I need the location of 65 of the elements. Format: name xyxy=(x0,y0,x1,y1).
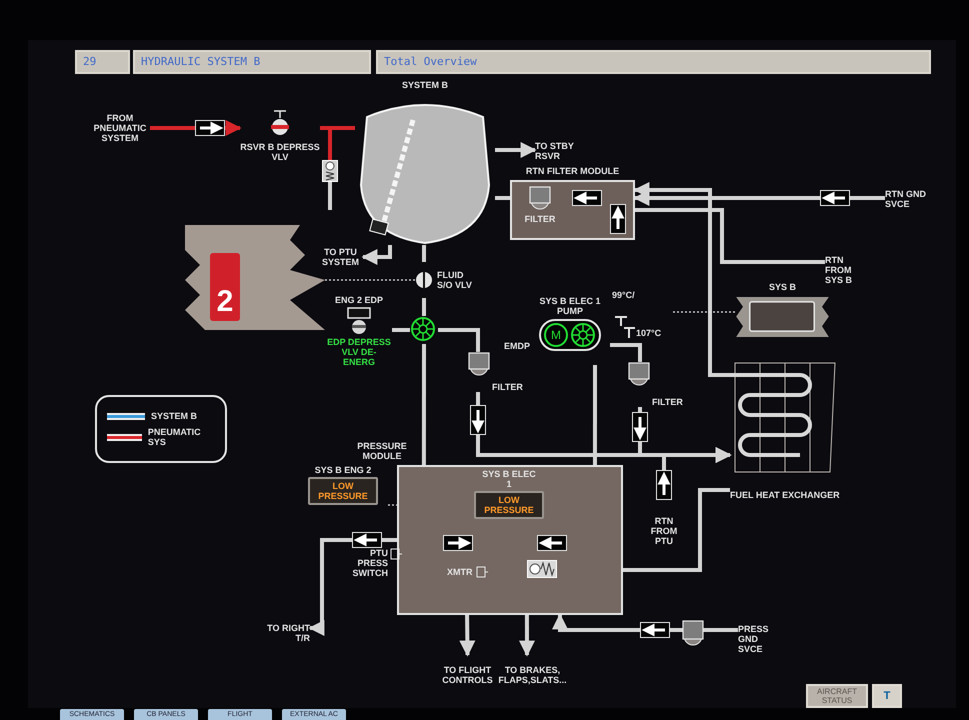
temperature-reading: 107°C xyxy=(636,328,662,338)
pipe xyxy=(662,447,732,470)
pipe-label: RTN FROM PTU xyxy=(650,516,678,546)
tank-label: SYSTEM B xyxy=(400,80,449,90)
pipe-label: TO STBY RSVR xyxy=(535,141,575,161)
handle-number: 2 xyxy=(216,287,234,317)
pipe xyxy=(320,126,355,130)
pipe xyxy=(623,488,730,572)
toggle-button: T xyxy=(872,684,902,708)
pipe xyxy=(308,532,397,636)
signal-line xyxy=(325,279,415,281)
pipe-label: RTN GND SVCE xyxy=(885,189,927,209)
pipe-label: FROM PNEUMATIC SYSTEM xyxy=(92,113,148,143)
light-label: SYS B ENG 2 xyxy=(314,465,372,475)
pump-label: ENG 2 EDP xyxy=(334,295,383,305)
signal-line xyxy=(388,504,397,506)
status-button: AIRCRAFT STATUS xyxy=(806,684,868,708)
module-label: RTN FILTER MODULE xyxy=(524,166,620,176)
pipe xyxy=(392,328,410,332)
pipe-label: TO PTU SYSTEM xyxy=(320,247,360,267)
pipe xyxy=(150,120,242,136)
temperature-reading: 99°C/ xyxy=(612,290,635,300)
filter-label: FILTER xyxy=(652,397,683,407)
legend-label: SYSTEM B xyxy=(151,411,198,421)
pipe xyxy=(633,182,730,377)
warning-text: LOW PRESSURE xyxy=(483,495,535,515)
pipe xyxy=(610,343,642,362)
pipe xyxy=(422,298,426,316)
pipe xyxy=(635,208,825,264)
pump-caption: EMDP xyxy=(504,341,530,351)
filter-label: FILTER xyxy=(492,382,523,392)
filter-label: FILTER xyxy=(524,214,556,224)
legend-label: PNEUMATIC SYS xyxy=(148,427,202,447)
pipe xyxy=(422,344,426,465)
valve-label: RSVR B DEPRESS VLV xyxy=(240,142,320,162)
status-text: EDP DEPRESS VLV DE-ENERG xyxy=(326,337,392,367)
motor-letter: M xyxy=(551,329,561,341)
pipe xyxy=(459,614,476,657)
valve-label: FLUID S/O VLV xyxy=(437,270,473,290)
transmitter-label: XMTR xyxy=(447,567,472,577)
pipe xyxy=(633,190,885,206)
pipe-label: RTN FROM SYS B xyxy=(825,255,854,285)
pipe xyxy=(552,613,738,646)
pipe xyxy=(495,196,510,200)
pipe-label: TO RIGHT T/R xyxy=(266,623,310,643)
pump-label: SYS B ELEC 1 PUMP xyxy=(538,296,602,316)
warning-text: LOW PRESSURE xyxy=(317,481,369,501)
pipe-label: TO FLIGHT CONTROLS xyxy=(441,665,494,685)
pipe xyxy=(495,142,537,158)
pipe-label: TO BRAKES, FLAPS,SLATS... xyxy=(497,665,568,685)
pipe xyxy=(361,245,392,265)
view-name: Total Overview xyxy=(384,54,477,70)
signal-line xyxy=(672,311,735,313)
indicator-label: SYS B xyxy=(768,282,797,292)
module-label: PRESSURE MODULE xyxy=(356,441,408,461)
heat-exchanger-label: FUEL HEAT EXCHANGER xyxy=(730,490,841,500)
pipe xyxy=(438,328,480,352)
light-label: SYS B ELEC 1 xyxy=(481,469,537,489)
pipe xyxy=(422,245,426,262)
pipe xyxy=(592,365,597,465)
pipe xyxy=(518,615,535,657)
page-number: 29 xyxy=(83,54,96,70)
page-title: HYDRAULIC SYSTEM B xyxy=(141,54,260,70)
switch-label: PTU PRESS SWITCH xyxy=(352,548,388,578)
pipe-label: PRESS GND SVCE xyxy=(738,624,770,654)
